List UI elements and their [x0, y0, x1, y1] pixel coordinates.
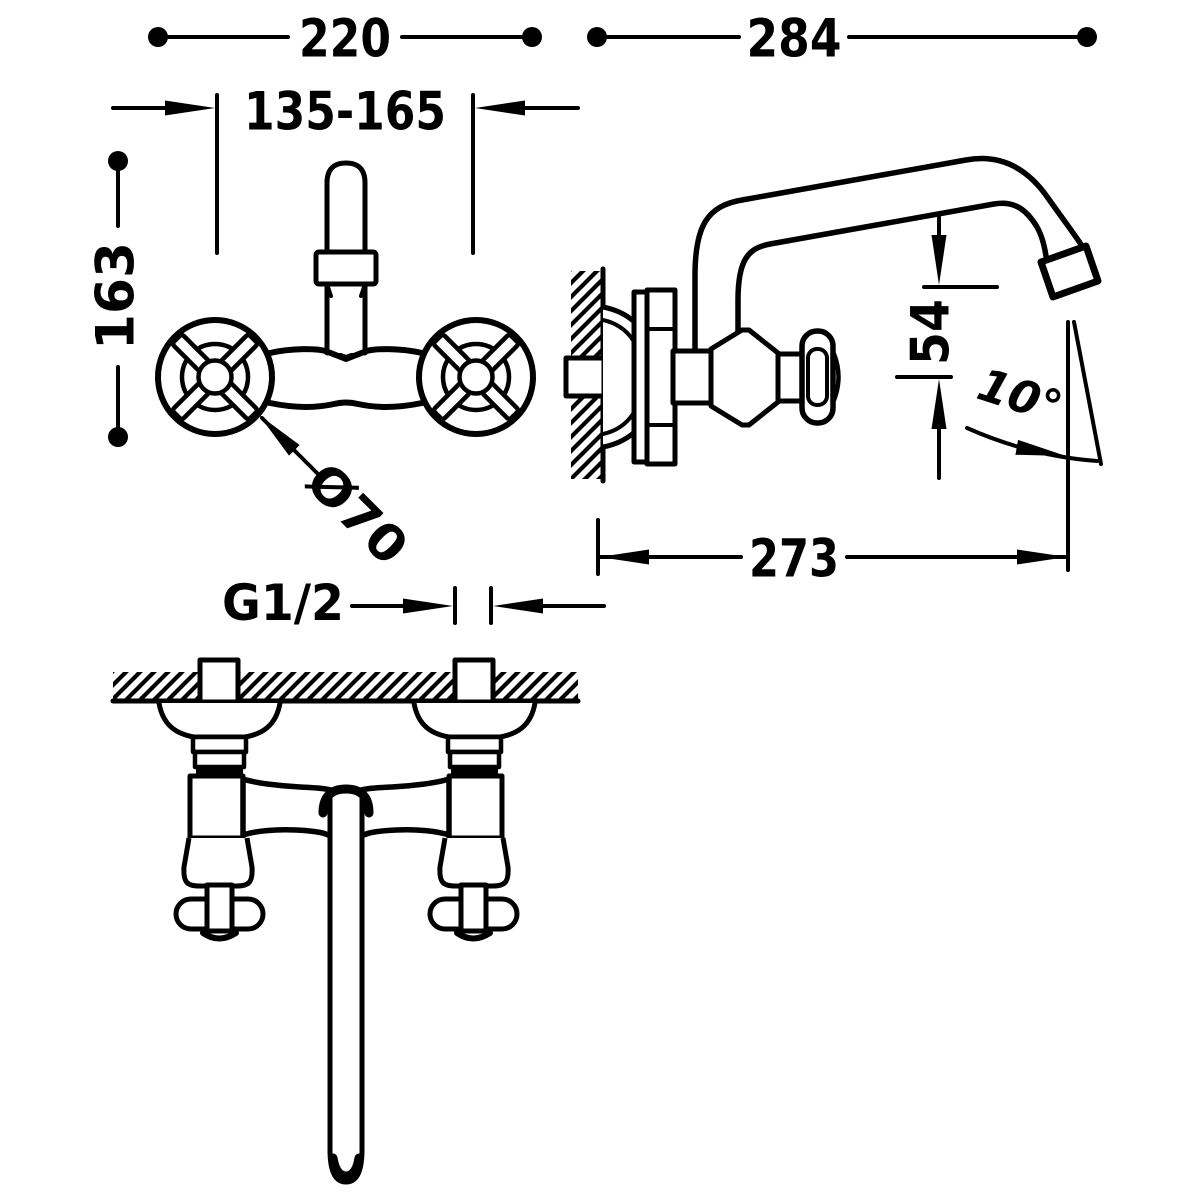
- dim-dot: [108, 427, 128, 447]
- body-bell: [708, 327, 781, 428]
- handle-hub: [457, 358, 495, 396]
- handle-hub: [196, 358, 234, 396]
- spout-nozzle: [1037, 242, 1102, 301]
- t-handle-stem-left: [204, 882, 235, 934]
- spout-inner: [735, 200, 1049, 355]
- dim-spout-angle: 10°: [965, 320, 1103, 572]
- body-tube: [670, 348, 716, 406]
- spout-pipe-fill: [330, 792, 362, 1150]
- dim-label-135-165: 135-165: [244, 82, 446, 143]
- handle-ring: [440, 341, 512, 413]
- escutcheon-bell-right: [411, 702, 538, 740]
- valve-seal-band: [196, 767, 243, 776]
- valve-cup-left: [181, 837, 255, 889]
- inlet-stub-left: [197, 657, 241, 705]
- dim-label-163: 163: [86, 242, 147, 350]
- spout-outer: [692, 155, 1087, 355]
- dim-label-g12: G1/2: [222, 574, 344, 632]
- dim-dot: [148, 27, 168, 47]
- dim-outlet-height: 54: [895, 213, 999, 480]
- dim-label-284: 284: [747, 9, 842, 70]
- left-handle: [155, 317, 275, 437]
- reference-line-slanted: [1072, 320, 1103, 466]
- valve-column-left: [187, 773, 246, 841]
- spout-pipe-collar: [318, 784, 374, 818]
- dim-handle-diameter: Ø70: [253, 409, 419, 576]
- right-handle: [416, 317, 536, 437]
- riser-pipe: [324, 160, 368, 356]
- leader-line: [260, 416, 319, 475]
- dim-wall-to-spout: 273: [596, 518, 1068, 590]
- dim-label-54: 54: [901, 299, 962, 365]
- valve-stem: [192, 749, 247, 770]
- arrowhead-icon: [931, 235, 947, 285]
- inlet-stub-right: [452, 657, 496, 705]
- angle-arc: [965, 426, 1099, 463]
- body-pipe-joint: [325, 349, 367, 362]
- riser-collar: [313, 249, 379, 287]
- handle-neck: [775, 351, 805, 404]
- dim-height-overall: 163: [86, 151, 147, 447]
- riser-taper: [325, 282, 367, 298]
- inlet-stub: [563, 355, 607, 399]
- side-handle-arm: [806, 347, 829, 407]
- spout-pipe-tip-shade: [328, 1153, 364, 1181]
- side-handle-cap: [831, 351, 841, 403]
- escutcheon-bell-left: [156, 702, 283, 740]
- valve-seal-band: [451, 767, 498, 776]
- arrowhead-icon: [165, 100, 215, 116]
- dim-dot: [587, 27, 607, 47]
- t-handle-cap-right: [454, 930, 493, 942]
- handle-ring: [179, 341, 251, 413]
- dim-thread: G1/2: [222, 574, 606, 632]
- dim-dot: [522, 27, 542, 47]
- surface-hatching: [113, 672, 578, 701]
- valve-column-right: [446, 773, 505, 841]
- dim-label-10deg: 10°: [971, 358, 1068, 435]
- valve-cup-right: [437, 837, 511, 889]
- arrowhead-icon: [1017, 549, 1067, 565]
- arrowhead-icon: [1015, 439, 1068, 464]
- dim-label-220: 220: [299, 9, 391, 70]
- side-view: [563, 155, 1102, 484]
- dim-dot: [1077, 27, 1097, 47]
- dim-label-273: 273: [749, 529, 839, 590]
- dim-hole-spacing: 135-165: [111, 82, 580, 255]
- dim-dot: [108, 151, 128, 171]
- arrowhead-icon: [403, 598, 453, 614]
- valve-stem: [447, 749, 502, 770]
- dim-depth-overall: 284: [587, 9, 1097, 70]
- t-handle-stem-right: [458, 882, 489, 934]
- t-handle-cap-left: [200, 930, 239, 942]
- bottom-view: [110, 657, 581, 1185]
- front-view: [155, 160, 536, 437]
- dim-width-overall: 220: [148, 9, 542, 70]
